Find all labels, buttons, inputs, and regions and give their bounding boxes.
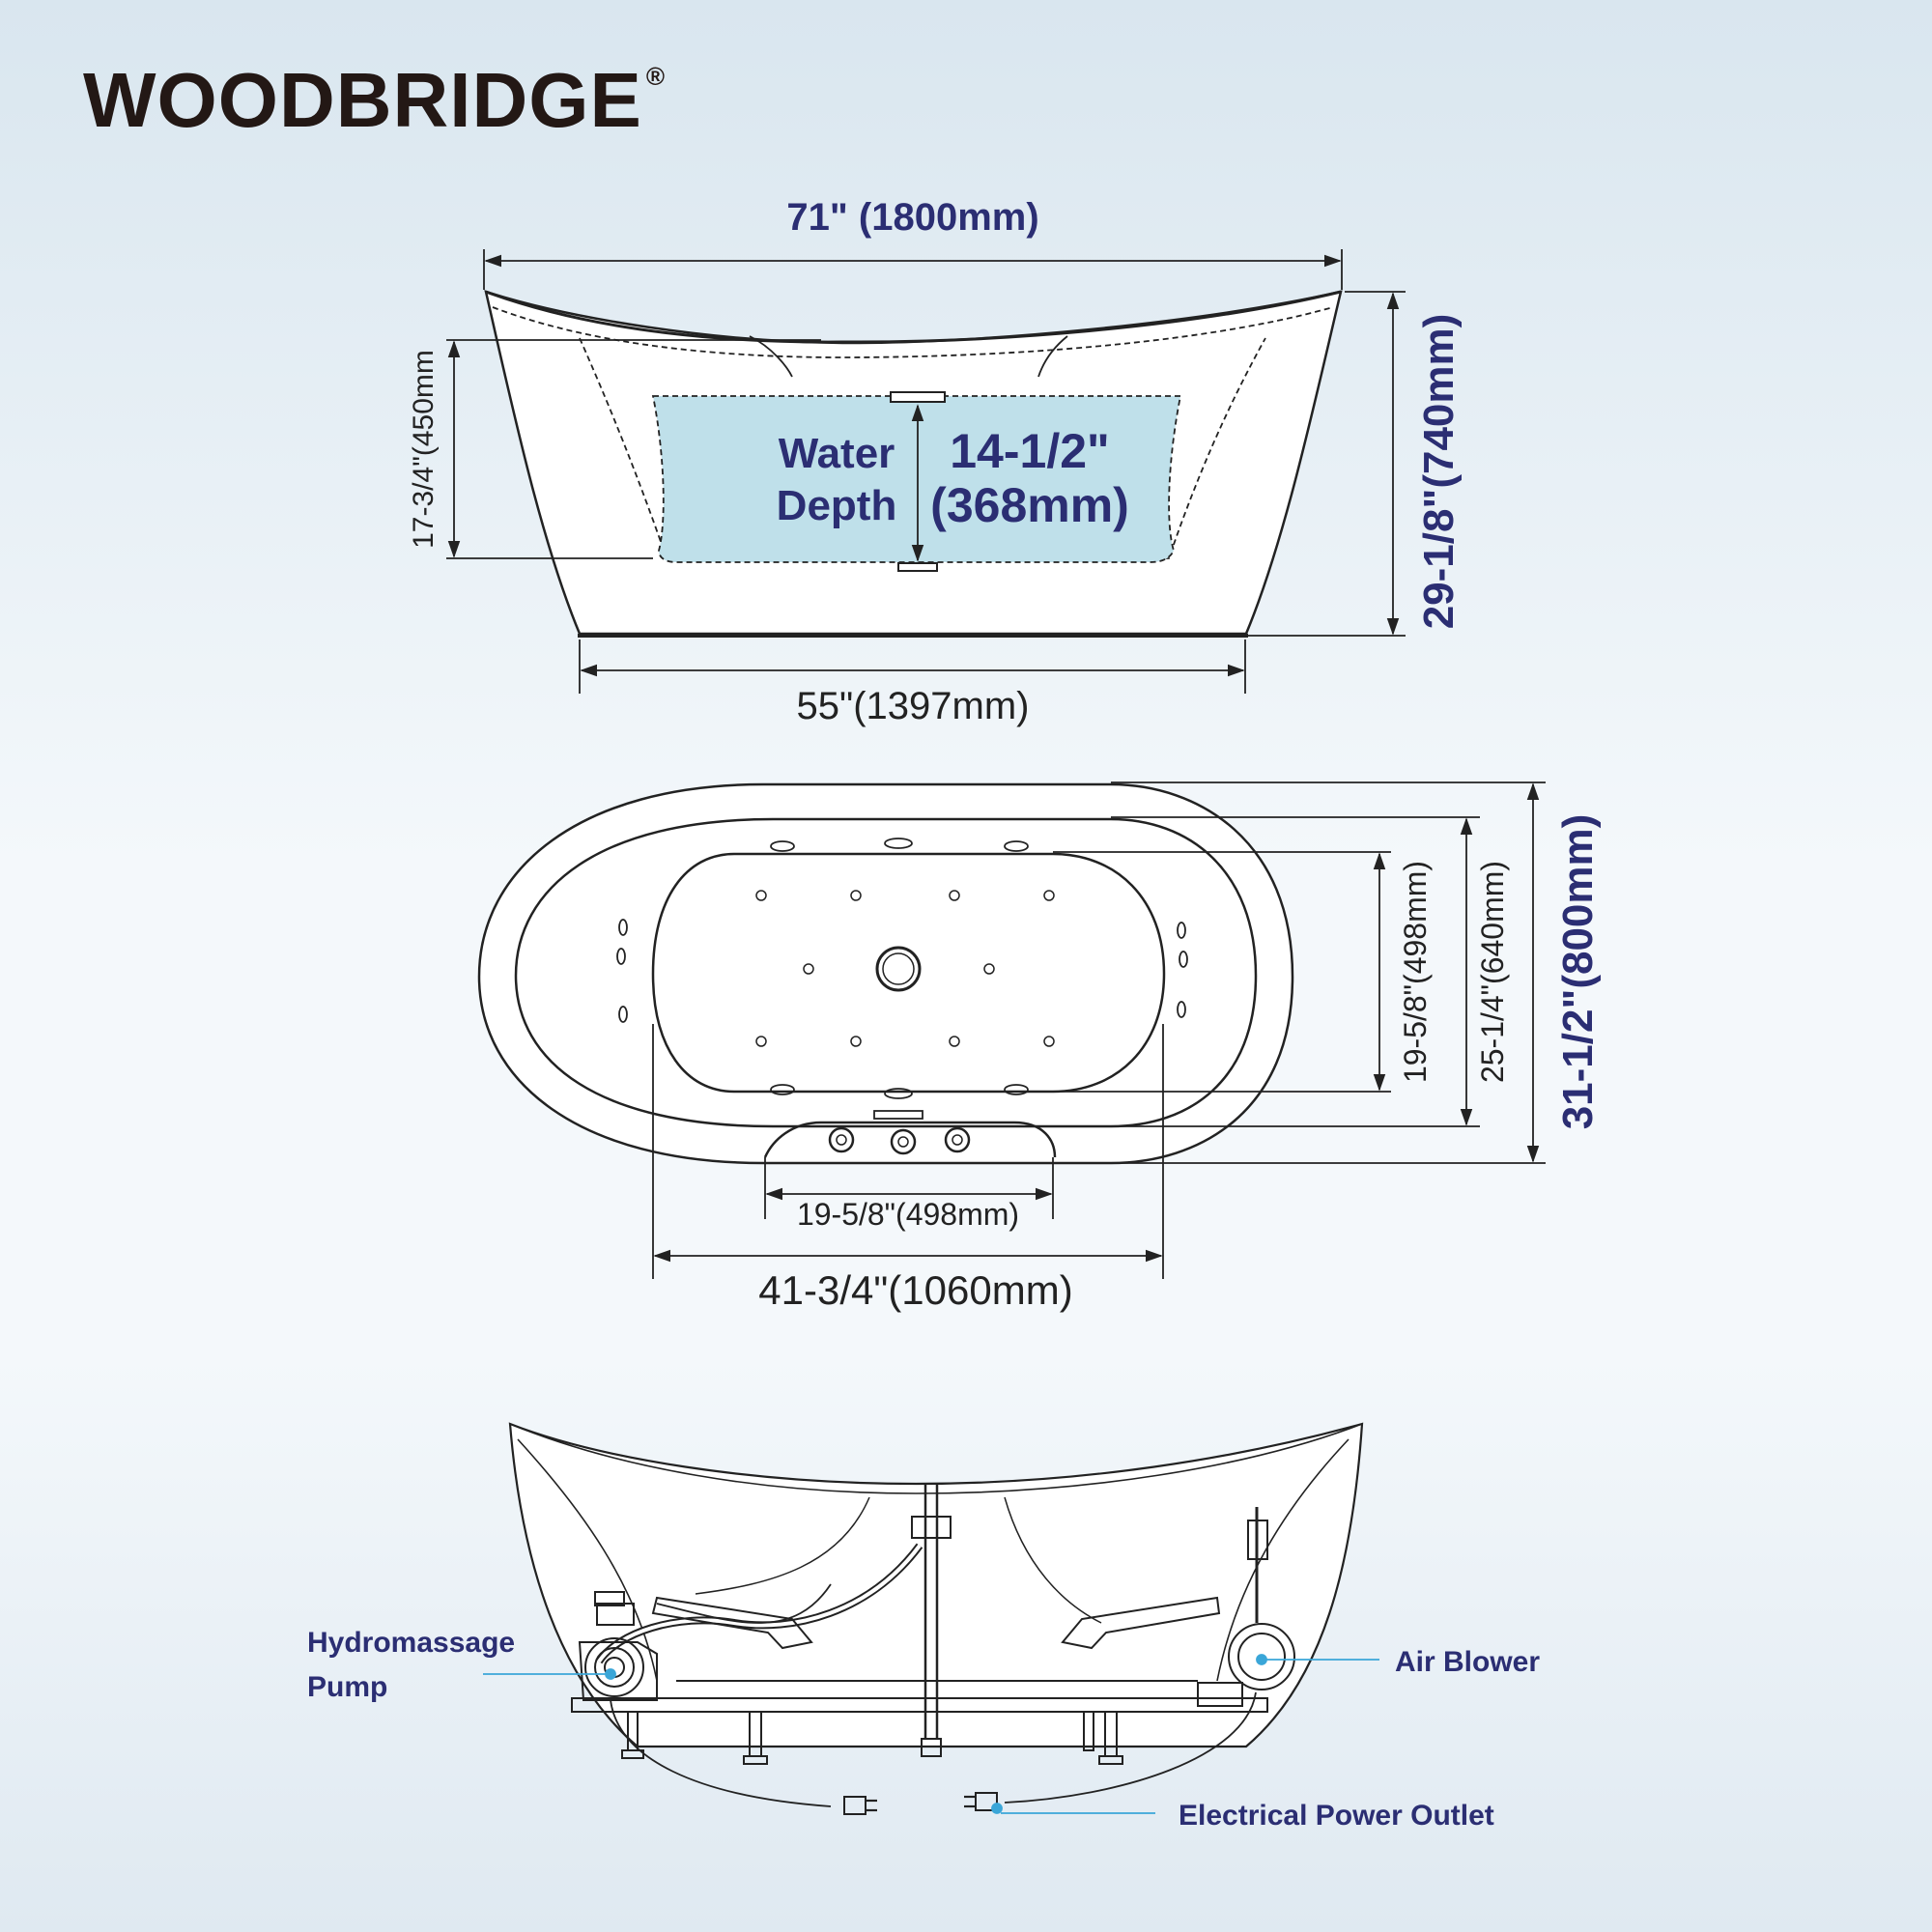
overall-length-label: 71" (1800mm) (786, 196, 1038, 239)
pump-power-cord (610, 1699, 832, 1807)
control-knob-right (944, 1126, 971, 1153)
air-blower (1197, 1507, 1295, 1707)
jet-body-left (651, 1596, 813, 1650)
water-depth-label-line2: Depth (777, 482, 897, 529)
component-view (508, 1422, 1364, 1815)
registered-mark: ® (645, 62, 667, 91)
water-depth-value-line2: (368mm) (930, 478, 1129, 532)
overflow-fixture (890, 391, 946, 403)
power-plug-left (843, 1796, 867, 1815)
inner-width-label: 19-5/8"(498mm) (1398, 861, 1433, 1083)
air-jets (755, 890, 1055, 1047)
drain-fixture (897, 562, 938, 572)
pump-label-line1: Hydromassage (307, 1627, 515, 1659)
air-blower-label: Air Blower (1395, 1646, 1540, 1678)
jet-body-right (1061, 1596, 1221, 1650)
support-frame (571, 1697, 1268, 1713)
water-depth-label-line1: Water (779, 430, 895, 477)
top-view-drain (875, 946, 922, 992)
control-knob-center (890, 1128, 917, 1155)
power-outlet-label: Electrical Power Outlet (1179, 1800, 1494, 1832)
control-deck-overflow (873, 1110, 923, 1120)
hydromassage-pump (578, 1591, 658, 1701)
base-length-label: 55"(1397mm) (797, 685, 1030, 727)
overall-height-label: 29-1/8"(740mm) (1415, 314, 1463, 630)
top-view (477, 782, 1294, 1165)
water-depth-value-line1: 14-1/2" (950, 424, 1109, 478)
blower-power-cord (1004, 1691, 1257, 1804)
side-view-dimensions (446, 249, 1406, 694)
support-legs (621, 1711, 1123, 1765)
control-knob-left (828, 1126, 855, 1153)
power-plug-right (975, 1792, 998, 1811)
brand-name: WOODBRIDGE (83, 57, 642, 143)
top-view-inner-rim (514, 817, 1258, 1128)
whirlpool-jets (616, 838, 1188, 1099)
control-deck (763, 1121, 1057, 1158)
overall-width-label: 31-1/2"(800mm) (1554, 814, 1602, 1130)
inner-depth-label: 17-3/4"(450mm (408, 350, 440, 549)
callout-leaders (483, 1654, 1379, 1814)
inner-length-label: 41-3/4"(1060mm) (758, 1267, 1072, 1313)
pump-label-line2: Pump (307, 1671, 387, 1703)
control-width-label: 19-5/8"(498mm) (797, 1197, 1019, 1232)
brand-logo: WOODBRIDGE® (83, 56, 665, 145)
top-view-dimensions (652, 781, 1546, 1279)
side-view (484, 290, 1343, 638)
rim-inner-width-label: 25-1/4"(640mm) (1475, 861, 1510, 1083)
